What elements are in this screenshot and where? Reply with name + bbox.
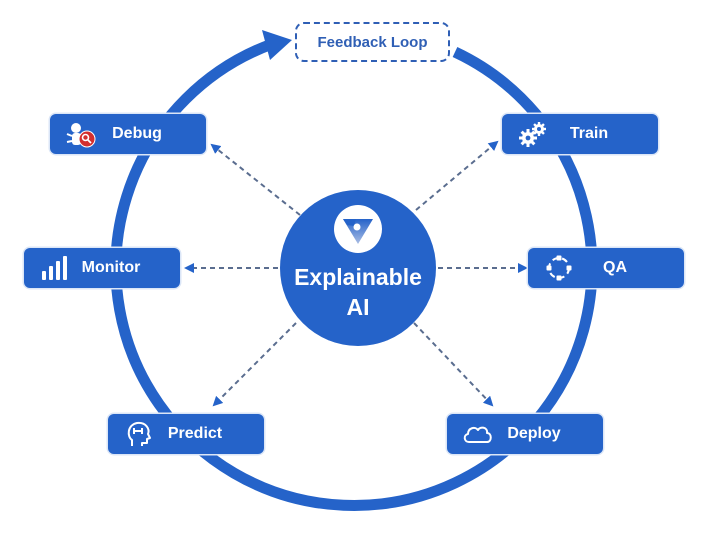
arrow-to-debug bbox=[210, 143, 301, 216]
node-qa: QA bbox=[528, 248, 684, 288]
arrow-to-predict bbox=[212, 322, 297, 407]
node-label: Debug bbox=[112, 125, 162, 142]
lifecycle-ring bbox=[110, 38, 598, 511]
node-label: Monitor bbox=[81, 259, 141, 276]
arrow-to-deploy bbox=[413, 322, 494, 407]
node-deploy: Deploy bbox=[447, 414, 603, 454]
node-train: Train bbox=[502, 114, 658, 154]
gears-icon bbox=[516, 120, 550, 148]
node-label: Deploy bbox=[507, 425, 561, 442]
node-monitor: Monitor bbox=[24, 248, 180, 288]
node-label: QA bbox=[603, 259, 627, 276]
node-label: Predict bbox=[167, 425, 223, 442]
arrow-to-train bbox=[415, 140, 499, 211]
head-brain-icon bbox=[122, 420, 156, 448]
focus-nodes-icon bbox=[542, 254, 576, 282]
feedback-loop-label: Feedback Loop bbox=[295, 22, 450, 62]
node-label: Train bbox=[569, 125, 609, 142]
node-debug: Debug bbox=[50, 114, 206, 154]
ring-arrowhead bbox=[262, 30, 292, 60]
node-predict: Predict bbox=[108, 414, 264, 454]
center-explainable-ai: Explainable AI bbox=[280, 190, 436, 346]
explainable-ai-logo-icon bbox=[333, 204, 383, 254]
center-title-line2: AI bbox=[346, 294, 370, 320]
bug-magnifier-icon bbox=[64, 120, 98, 148]
cloud-icon bbox=[461, 420, 495, 448]
signal-bars-icon bbox=[38, 254, 72, 282]
center-title-line1: Explainable bbox=[294, 264, 422, 290]
